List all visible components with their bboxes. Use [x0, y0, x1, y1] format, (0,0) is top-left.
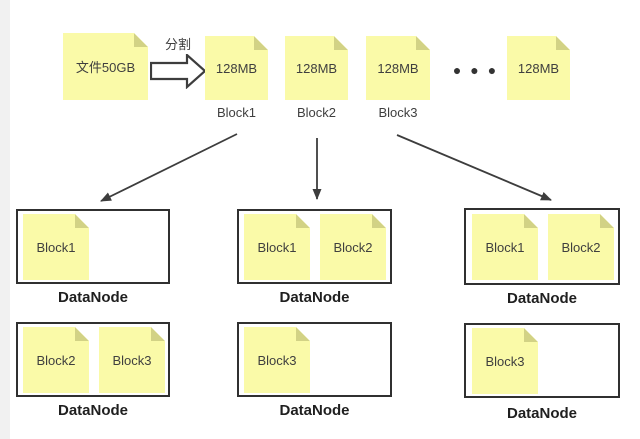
arrow-block3-to-datanode3 — [396, 134, 552, 201]
folded-corner-icon — [296, 327, 310, 341]
stored-block-label: Block3 — [485, 353, 525, 369]
folded-corner-icon — [254, 36, 268, 50]
stored-block-label: Block3 — [112, 352, 152, 368]
datanode-box-2: Block1 Block2 — [237, 209, 392, 284]
left-scrollbar-gutter[interactable] — [0, 0, 10, 439]
datanode-box-3: Block1 Block2 — [464, 208, 620, 285]
folded-corner-icon — [372, 214, 386, 228]
folded-corner-icon — [134, 33, 148, 47]
stored-block-note: Block3 — [244, 327, 310, 393]
stored-block-note: Block2 — [320, 214, 386, 280]
block3-size-label: 128MB — [377, 60, 419, 76]
folded-corner-icon — [334, 36, 348, 50]
folded-corner-icon — [524, 214, 538, 228]
stored-block-note: Block2 — [23, 327, 89, 393]
stored-block-label: Block2 — [333, 239, 373, 255]
source-file-note: 文件50GB — [63, 33, 148, 100]
block3-note: 128MB — [366, 36, 430, 100]
block2-name-tag: Block2 — [296, 105, 337, 120]
block1-note: 128MB — [205, 36, 268, 100]
datanode-box-4: Block2 Block3 — [16, 322, 170, 397]
datanode-box-5: Block3 — [237, 322, 392, 397]
block3-name-tag: Block3 — [378, 105, 418, 120]
stored-block-label: Block1 — [36, 239, 76, 255]
stored-block-label: Block2 — [561, 239, 601, 255]
source-file-label: 文件50GB — [75, 60, 136, 75]
datanode-box-1: Block1 — [16, 209, 170, 284]
stored-block-label: Block1 — [485, 239, 525, 255]
stored-block-label: Block2 — [36, 352, 76, 368]
folded-corner-icon — [524, 328, 538, 342]
stored-block-note: Block1 — [472, 214, 538, 280]
split-right-arrow-icon — [150, 54, 207, 89]
ellipsis-icon: ●●● — [452, 62, 506, 78]
block2-size-label: 128MB — [295, 60, 338, 76]
stored-block-note: Block3 — [99, 327, 165, 393]
block1-name-tag: Block1 — [216, 105, 257, 120]
folded-corner-icon — [296, 214, 310, 228]
folded-corner-icon — [151, 327, 165, 341]
stored-block-note: Block1 — [23, 214, 89, 280]
folded-corner-icon — [75, 214, 89, 228]
folded-corner-icon — [416, 36, 430, 50]
folded-corner-icon — [600, 214, 614, 228]
block1-size-label: 128MB — [215, 60, 258, 76]
stored-block-note: Block2 — [548, 214, 614, 280]
block-n-note: 128MB — [507, 36, 570, 100]
stored-block-note: Block3 — [472, 328, 538, 394]
datanode-box-6: Block3 — [464, 323, 620, 398]
block-n-size-label: 128MB — [517, 60, 560, 76]
stored-block-label: Block3 — [257, 352, 297, 368]
datanode-label-5: DataNode — [279, 402, 350, 419]
stored-block-label: Block1 — [257, 239, 297, 255]
block2-note: 128MB — [285, 36, 348, 100]
datanode-label-4: DataNode — [57, 402, 128, 419]
datanode-label-1: DataNode — [57, 289, 128, 306]
folded-corner-icon — [556, 36, 570, 50]
split-arrow-label: 分割 — [164, 37, 191, 52]
arrow-block1-to-datanode1 — [100, 133, 238, 202]
folded-corner-icon — [75, 327, 89, 341]
datanode-label-3: DataNode — [506, 290, 577, 307]
datanode-label-6: DataNode — [506, 405, 577, 422]
stored-block-note: Block1 — [244, 214, 310, 280]
datanode-label-2: DataNode — [279, 289, 350, 306]
